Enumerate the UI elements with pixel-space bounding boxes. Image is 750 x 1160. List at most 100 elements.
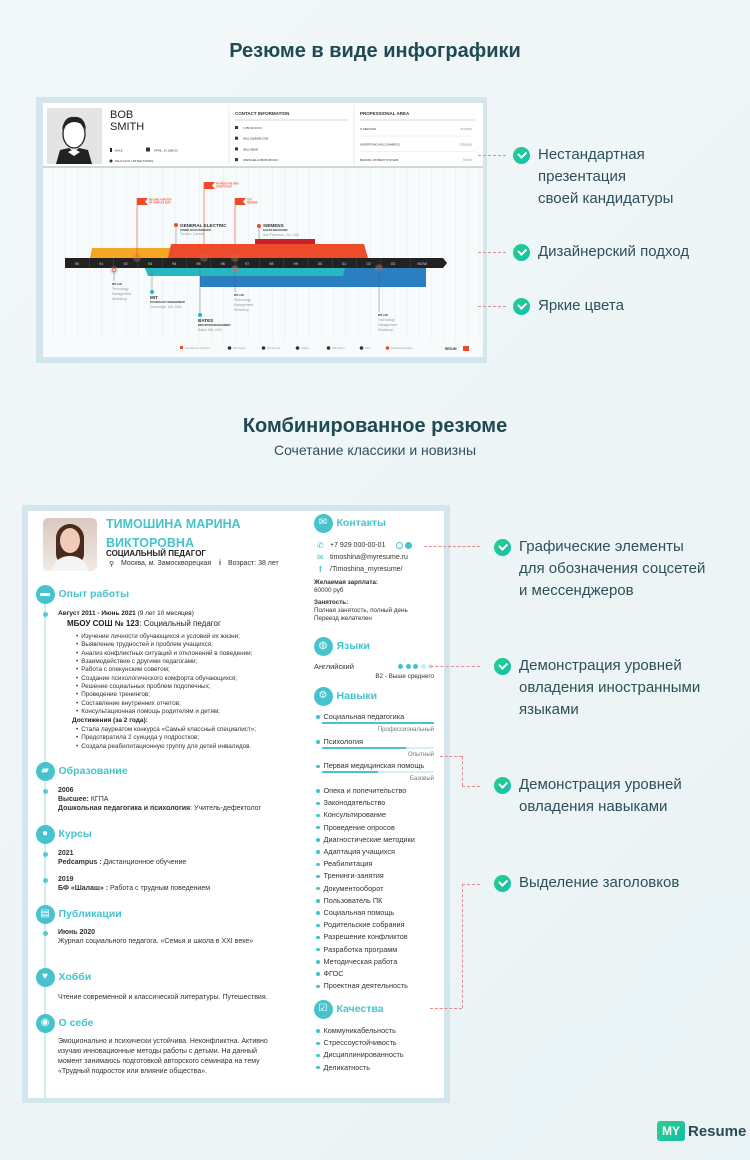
location: PALO ALTO, UNITED STATES <box>115 159 153 163</box>
language-level: B2 - Выше среднего <box>375 673 434 680</box>
skill-level-fill <box>322 771 378 774</box>
professional-value: IT SERVICES <box>360 127 376 131</box>
tick-label: 95 <box>196 262 200 266</box>
flag-text: FOUNDED THE INFO <box>216 184 239 186</box>
job-place: Toronto, Canada <box>180 232 205 236</box>
feature-text: Яркие цвета <box>538 297 624 314</box>
skill-item: Тренинги-занятия <box>316 871 384 880</box>
activity-text: Workshop <box>112 297 127 301</box>
connector-line <box>462 884 463 1008</box>
activity-title: MIT LAB <box>378 314 388 317</box>
tick-label: 03 <box>391 262 395 266</box>
feature-item: Демонстрация уровней овладения иностранн… <box>494 655 700 721</box>
user-icon: ◉ <box>35 1013 55 1033</box>
quality-item: Коммуникабельность <box>316 1026 396 1035</box>
phone-number: +7 929 000-00-01 <box>330 542 386 549</box>
check-icon <box>494 777 511 794</box>
skill-item: Проектная деятельность <box>316 981 408 990</box>
feature-item: Графические элементы для обозначения соц… <box>494 536 705 602</box>
skill-level-fill <box>322 722 434 724</box>
location-pin-icon: ⚲ <box>109 561 115 568</box>
timeline-dot <box>43 789 48 794</box>
legend-item: Educational Activities <box>391 347 413 350</box>
about-text-line: «Трудный подросток или влияние общества»… <box>58 1068 207 1075</box>
legend-marker-icon <box>295 346 300 350</box>
contact-icon <box>235 147 238 151</box>
employment-value: Полная занятость, полный день <box>314 607 408 614</box>
skill-item: Социальная помощь <box>316 908 395 917</box>
timeline-dot <box>43 878 48 883</box>
professional-label: Industry <box>461 127 473 131</box>
contact-item: WWW.HELLOBOB.VBCOM <box>243 158 278 162</box>
legend-marker-icon <box>385 346 390 350</box>
skill-item: ФГОС <box>316 969 344 978</box>
logo-badge: MY <box>657 1121 685 1141</box>
professional-value: ADVERTISING AND COMMERCE <box>360 143 400 147</box>
tick-label: 99 <box>294 262 298 266</box>
period-dates: Август 2011 - Июнь 2021 <box>58 610 136 617</box>
section-heading-courses: Курсы <box>58 827 92 840</box>
professional-value: BANKING, PAYMENT SYSTEMS <box>360 158 399 162</box>
job-place: San Francisco, CA, USA <box>263 233 300 237</box>
email[interactable]: timoshina@myresume.ru <box>330 554 408 561</box>
skill-item: Родительские собрания <box>316 920 405 929</box>
educational-activity-icon <box>111 267 117 273</box>
education-year: 2006 <box>58 787 74 794</box>
check-icon <box>513 298 530 315</box>
skill-item: Опека и попечительство <box>316 786 407 795</box>
rated-skill-name: Психология <box>316 737 364 746</box>
period-duration: (9 лет 10 месяцев) <box>137 610 194 617</box>
skill-item: Реабилитация <box>316 859 373 868</box>
about-text-line: момент занимаюсь подготовкой авторского … <box>58 1058 260 1065</box>
duty-item: Проведение тренингов; <box>76 691 150 698</box>
flag-text: BECAME A MASTER <box>149 199 172 202</box>
contact-item: 1 650 00 00 00 <box>243 126 262 130</box>
language-level-dot <box>420 664 426 669</box>
facebook-icon: f <box>319 565 322 574</box>
contact-icon <box>235 158 238 162</box>
experience-period: Август 2011 - Июнь 2021 (9 лет 10 месяце… <box>58 610 194 617</box>
legend-item: Full-time job <box>233 347 246 350</box>
heart-icon: ♥ <box>35 967 55 987</box>
tick-label: 00 <box>318 262 322 266</box>
tick-label: 92 <box>123 262 127 266</box>
tick-label: 02 <box>366 262 370 266</box>
professional-label: Sector <box>463 158 473 162</box>
telegram-icon[interactable] <box>405 542 412 549</box>
course-desc: Работа с трудным поведением <box>109 885 211 892</box>
contact-icon <box>235 126 238 129</box>
connector-line <box>478 155 506 156</box>
feature-text: Нестандартная презентация своей кандидат… <box>538 146 674 207</box>
duty-item: Взаимодействие с другими педагогами; <box>76 658 197 665</box>
skill-level-label: Базовый <box>409 776 434 783</box>
flag-text: OF COMPLEX DATA <box>149 202 171 205</box>
legend-item: Other <box>365 347 371 350</box>
whatsapp-icon[interactable] <box>396 542 403 549</box>
legend-marker-icon <box>261 346 266 350</box>
duty-item: Создание психологического комфорта обуча… <box>76 675 237 682</box>
section-heading-experience: Опыт работы <box>58 587 130 600</box>
candidate-name-line1: ТИМОШИНА МАРИНА <box>106 517 241 531</box>
timeline-dot <box>43 931 48 936</box>
educational-activity-icon <box>232 266 238 272</box>
professional-title: PROFESSIONAL AREA <box>360 111 410 116</box>
course: Pedcampus : Дистанционное обучение <box>58 859 186 866</box>
activity-text: Technology <box>234 298 251 302</box>
briefcase-icon: ▬ <box>35 584 55 604</box>
flag-text: STARTUP BOT <box>216 186 233 189</box>
educational-activity-icon <box>376 265 382 271</box>
specialty: : Учитель-дефектолог <box>190 805 262 812</box>
check-icon <box>494 875 511 892</box>
legend-marker-icon <box>326 346 331 350</box>
duty-item: Изучение личности обучающихся и условий … <box>76 633 240 640</box>
feature-text: Графические элементы для обозначения соц… <box>519 538 706 599</box>
facebook-link[interactable]: /Timoshina_myresume/ <box>330 566 403 573</box>
employment-label: Занятость: <box>314 599 349 606</box>
check-icon <box>494 539 511 556</box>
course-year: 2019 <box>58 876 74 883</box>
section-title-combined: Комбинированное резюме <box>242 415 508 437</box>
feature-text: Дизайнерский подход <box>538 243 690 260</box>
achievement-item: Предотвратила 2 суицида у подростков; <box>76 734 199 741</box>
feature-item: Дизайнерский подход <box>513 241 689 263</box>
section-heading-qualities: Качества <box>336 1002 384 1015</box>
